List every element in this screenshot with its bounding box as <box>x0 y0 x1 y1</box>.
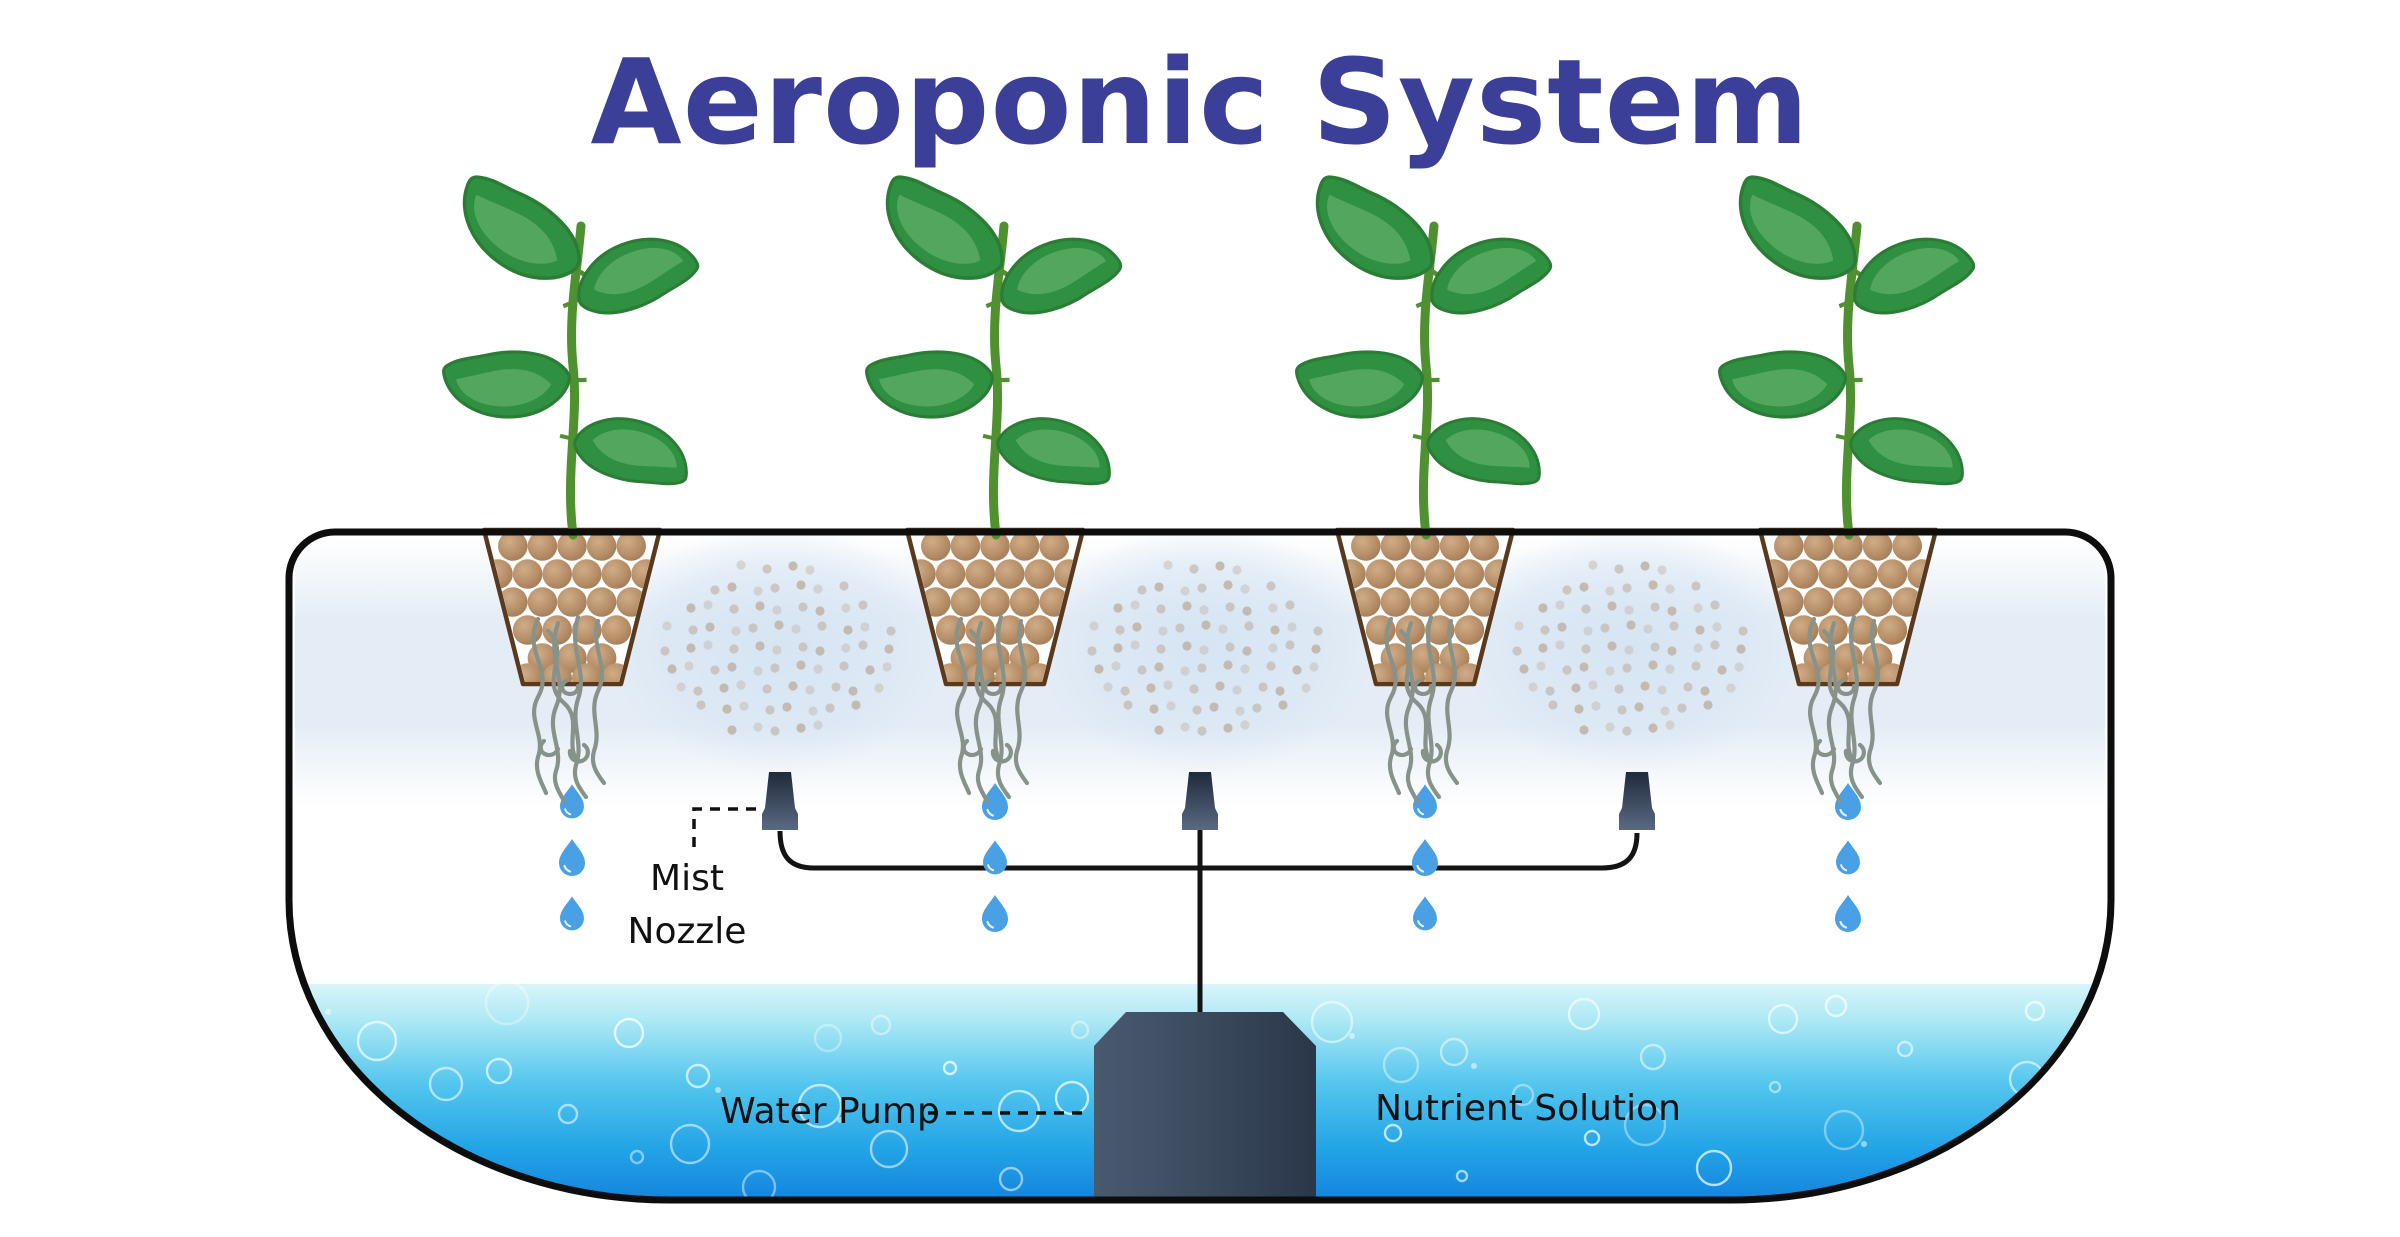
bubble <box>869 1129 909 1169</box>
bubble <box>1349 1033 1355 1039</box>
bubble <box>1511 1083 1535 1107</box>
bubble <box>429 1143 447 1161</box>
plants <box>439 157 1980 535</box>
bubble <box>300 1106 332 1138</box>
bubble <box>1455 1169 1469 1183</box>
bubble <box>629 1149 645 1165</box>
bubble <box>557 1103 579 1125</box>
mist-cloud-layer <box>608 532 1800 773</box>
supply-pipes <box>777 830 1640 1016</box>
bubble <box>715 1087 721 1093</box>
bubble <box>1623 1103 1667 1147</box>
bubble <box>1471 1063 1477 1069</box>
bubble <box>356 1020 398 1062</box>
bubble <box>1439 1037 1469 1067</box>
mist-cloud <box>1460 532 1800 773</box>
bubble <box>485 1057 513 1085</box>
bubble <box>1070 1020 1090 1040</box>
bubble <box>741 1169 777 1200</box>
bubble <box>1823 1109 1865 1151</box>
bubble <box>2024 1000 2046 1022</box>
reservoir-container-outline <box>285 528 2115 1204</box>
bubble <box>797 1083 843 1129</box>
bubble <box>428 1066 464 1102</box>
mist-cloud <box>1035 532 1375 773</box>
plant <box>1715 157 1980 535</box>
bubble <box>998 1166 1024 1192</box>
bubble <box>1824 994 1848 1018</box>
bubble <box>1310 1000 1354 1044</box>
bubble <box>1767 1003 1799 1035</box>
bubble <box>1383 1123 1403 1143</box>
plant <box>862 157 1127 535</box>
bubble <box>942 1060 958 1076</box>
bubble <box>1983 1171 1989 1177</box>
bubble <box>484 980 530 1026</box>
bubble <box>1861 1141 1867 1147</box>
bubble <box>837 1117 843 1123</box>
water-pump <box>1094 1012 1316 1200</box>
bubble <box>870 1014 892 1036</box>
bubble <box>813 1023 843 1053</box>
bubble <box>1639 1043 1667 1071</box>
bubble <box>685 1063 711 1089</box>
leader-lines <box>692 807 1086 1115</box>
mist-nozzle-label-line2: Nozzle <box>628 911 747 952</box>
manifold-pipe <box>777 830 1640 871</box>
bubble <box>1896 1040 1914 1058</box>
bubble <box>1768 1080 1782 1094</box>
bubble <box>1583 1129 1601 1147</box>
plant <box>1292 157 1557 535</box>
bubble <box>613 1017 645 1049</box>
plant <box>439 157 704 535</box>
mist-cloud <box>608 532 948 773</box>
mist-nozzle-label-line1: Mist <box>650 858 724 899</box>
nutrient-solution-label: Nutrient Solution <box>1375 1088 1681 1129</box>
bubble <box>1567 997 1601 1031</box>
bubble <box>1382 1046 1420 1084</box>
mist-nozzle-leader-line <box>692 807 756 850</box>
water-pump-label: Water Pump <box>720 1091 940 1132</box>
diagram-title: Aeroponic System <box>590 33 1810 171</box>
bubble <box>997 1089 1041 1133</box>
bubble <box>669 1123 711 1165</box>
bubble <box>1952 1146 1980 1174</box>
bubble <box>325 1009 331 1015</box>
bubble <box>1695 1149 1733 1187</box>
